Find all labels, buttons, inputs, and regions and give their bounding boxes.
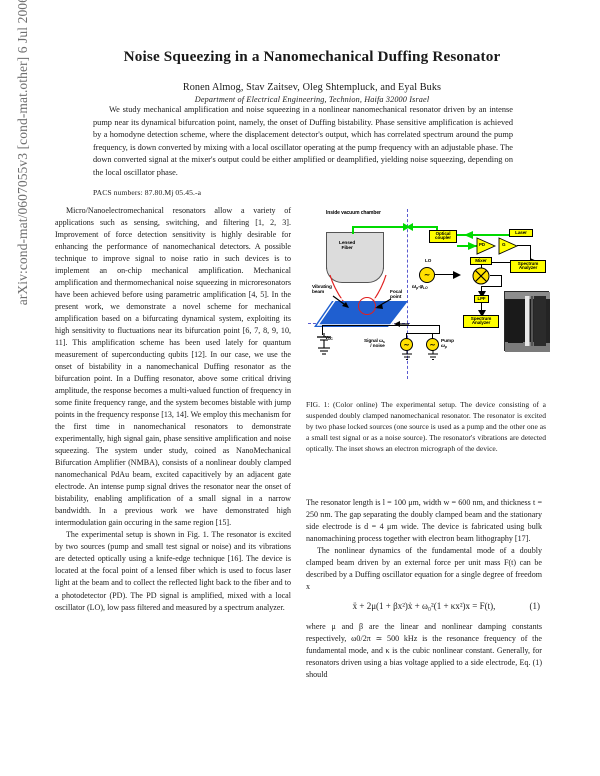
pacs-numbers: PACS numbers: 87.80.Mj 05.45.-a — [93, 188, 202, 197]
paragraph: The experimental setup is shown in Fig. … — [55, 530, 291, 612]
electrode-wire-top — [322, 325, 406, 327]
affiliation: Department of Electrical Engineering, Te… — [194, 95, 430, 105]
amplifier-icon — [498, 237, 518, 255]
pump-source-node: ∼ — [426, 338, 439, 351]
coupler-to-pd-wire — [457, 245, 477, 248]
source-bus-wire — [402, 325, 440, 327]
lpf-feed-drop — [481, 286, 483, 292]
optical-fiber-horizontal — [352, 226, 438, 229]
mixer-output-wire — [490, 275, 502, 277]
electron-micrograph-inset — [504, 291, 550, 352]
lo-to-mixer-wire — [435, 274, 459, 276]
lpf-output-wire — [481, 303, 483, 312]
lo-frequency-label: ωp-φLO — [412, 284, 428, 290]
focal-point-pointer-icon — [375, 298, 392, 309]
amp-branch-wire — [481, 262, 531, 264]
equation-1-body: ẍ + 2μ(1 + βx²)ẋ + ω₀²(1 + κx²)x = F(t), — [352, 601, 496, 612]
amp-output-wire — [517, 245, 531, 247]
body-column-left: Micro/Nanoelectromechanical resonators a… — [55, 205, 291, 614]
lensed-fiber-label: Lensed Fiber — [339, 241, 356, 252]
pump-label-text: Pump — [441, 339, 454, 344]
mixer-output-drop — [501, 275, 503, 287]
figure-1: Inside vacuum chamber Lensed Fiber Vibra… — [306, 205, 550, 395]
mixer-lo-arrow-icon — [453, 271, 461, 279]
title-block: Noise Squeezing in a Nanomechanical Duff… — [78, 48, 546, 104]
source-branch-left-drop — [406, 333, 408, 339]
vibrating-beam-label: Vibrating beam — [312, 285, 332, 296]
signal-source-ground-icon — [402, 351, 412, 360]
vacuum-chamber-label: Inside vacuum chamber — [326, 210, 381, 216]
amplifier-label: G — [502, 242, 506, 247]
spectrum-analyzer-2-box: Spectrum Analyzer — [463, 315, 499, 328]
spectrum-analyzer-1-box: Spectrum Analyzer — [510, 260, 546, 273]
body-column-right: The resonator length is l = 100 μm, widt… — [306, 497, 542, 681]
pd-label: PD — [479, 242, 485, 247]
equation-1: ẍ + 2μ(1 + βx²)ẋ + ω₀²(1 + κx²)x = F(t),… — [306, 600, 542, 613]
vdc-battery-icon — [317, 333, 331, 355]
source-branch-wire — [406, 333, 440, 335]
laser-arrow-left-icon — [464, 231, 473, 239]
paragraph: The resonator length is l = 100 μm, widt… — [306, 498, 542, 544]
micrograph-content — [505, 292, 550, 352]
lo-label: LO — [425, 258, 432, 263]
optical-arrow-left-icon — [403, 223, 413, 231]
lpf-feed-wire — [481, 286, 502, 288]
amp-output-drop — [530, 245, 532, 263]
focal-point-circle — [358, 297, 376, 315]
vibrating-beam-pointer-icon — [332, 295, 349, 308]
lpf-input-arrow-icon — [478, 291, 486, 298]
optical-fiber-vertical — [352, 227, 355, 234]
vacuum-chamber-boundary — [407, 209, 408, 379]
laser-to-coupler-wire — [457, 234, 509, 237]
focal-point-label: Focal point — [390, 290, 403, 301]
vdc-label: VDC — [325, 336, 333, 341]
signal-noise-label: Signal ωs / noise — [364, 339, 385, 350]
mixer-icon — [472, 267, 490, 285]
source-bus-riser — [439, 325, 441, 333]
laser-box: Laser — [509, 229, 533, 237]
pump-source-ground-icon — [428, 351, 438, 360]
paragraph: Micro/Nanoelectromechanical resonators a… — [55, 206, 291, 528]
mixer-label-box: Mixer — [470, 257, 492, 265]
author-list: Ronen Almog, Stav Zaitsev, Oleg Shtemplu… — [182, 82, 442, 94]
source-branch-right-drop — [432, 333, 434, 339]
abstract-text: We study mechanical amplification and no… — [93, 105, 513, 178]
vdc-label-sub: DC — [328, 336, 333, 341]
photodetector-icon — [476, 237, 496, 255]
optical-fiber-riser — [436, 226, 439, 233]
signal-source-node: ∼ — [400, 338, 413, 351]
lo-source-node: ∼ — [419, 267, 435, 283]
electrode-wire-left-drop — [322, 325, 324, 335]
paragraph: where μ and β are the linear and nonline… — [306, 621, 542, 679]
drive-arrow-icon — [394, 321, 409, 327]
pd-arrow-right-icon — [468, 242, 477, 250]
optical-coupler-box: Optical coupler — [429, 230, 457, 243]
page-title: Noise Squeezing in a Nanomechanical Duff… — [123, 48, 501, 65]
figure-1-caption: FIG. 1: (Color online) The experimental … — [306, 400, 546, 453]
vdc-label-text: V — [325, 336, 329, 341]
arxiv-stamp: arXiv:cond-mat/0607055v3 [cond-mat.other… — [15, 0, 30, 306]
sa2-input-arrow-icon — [478, 310, 486, 317]
equation-1-number: (1) — [529, 601, 541, 612]
paragraph: The nonlinear dynamics of the fundamenta… — [306, 546, 542, 592]
lpf-box: LPF — [474, 295, 489, 303]
